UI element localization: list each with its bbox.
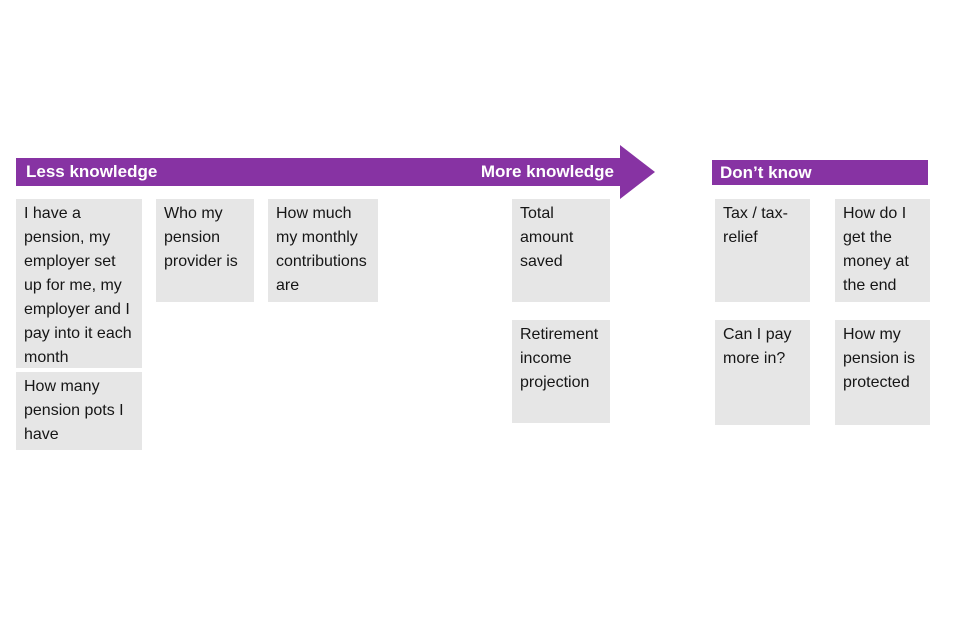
more-knowledge-label: More knowledge — [480, 162, 614, 181]
dont-know-item-box: How my pension is protected — [835, 320, 930, 425]
knowledge-axis-banner: Less knowledge More knowledge — [16, 158, 620, 186]
dont-know-banner: Don’t know — [712, 160, 928, 185]
knowledge-item-box: Total amount saved — [512, 199, 610, 302]
dont-know-item-box: How do I get the money at the end — [835, 199, 930, 302]
dont-know-item-box: Tax / tax-relief — [715, 199, 810, 302]
dont-know-item-box: Can I pay more in? — [715, 320, 810, 425]
knowledge-item-box: Who my pension provider is — [156, 199, 254, 302]
right-arrow-icon — [620, 145, 655, 199]
less-knowledge-label: Less knowledge — [26, 162, 158, 181]
dont-know-label: Don’t know — [720, 163, 812, 182]
knowledge-item-box: How much my monthly contributions are — [268, 199, 378, 302]
knowledge-item-box: How many pension pots I have — [16, 372, 142, 450]
knowledge-item-box: I have a pension, my employer set up for… — [16, 199, 142, 368]
knowledge-item-box: Retirement income projection — [512, 320, 610, 423]
